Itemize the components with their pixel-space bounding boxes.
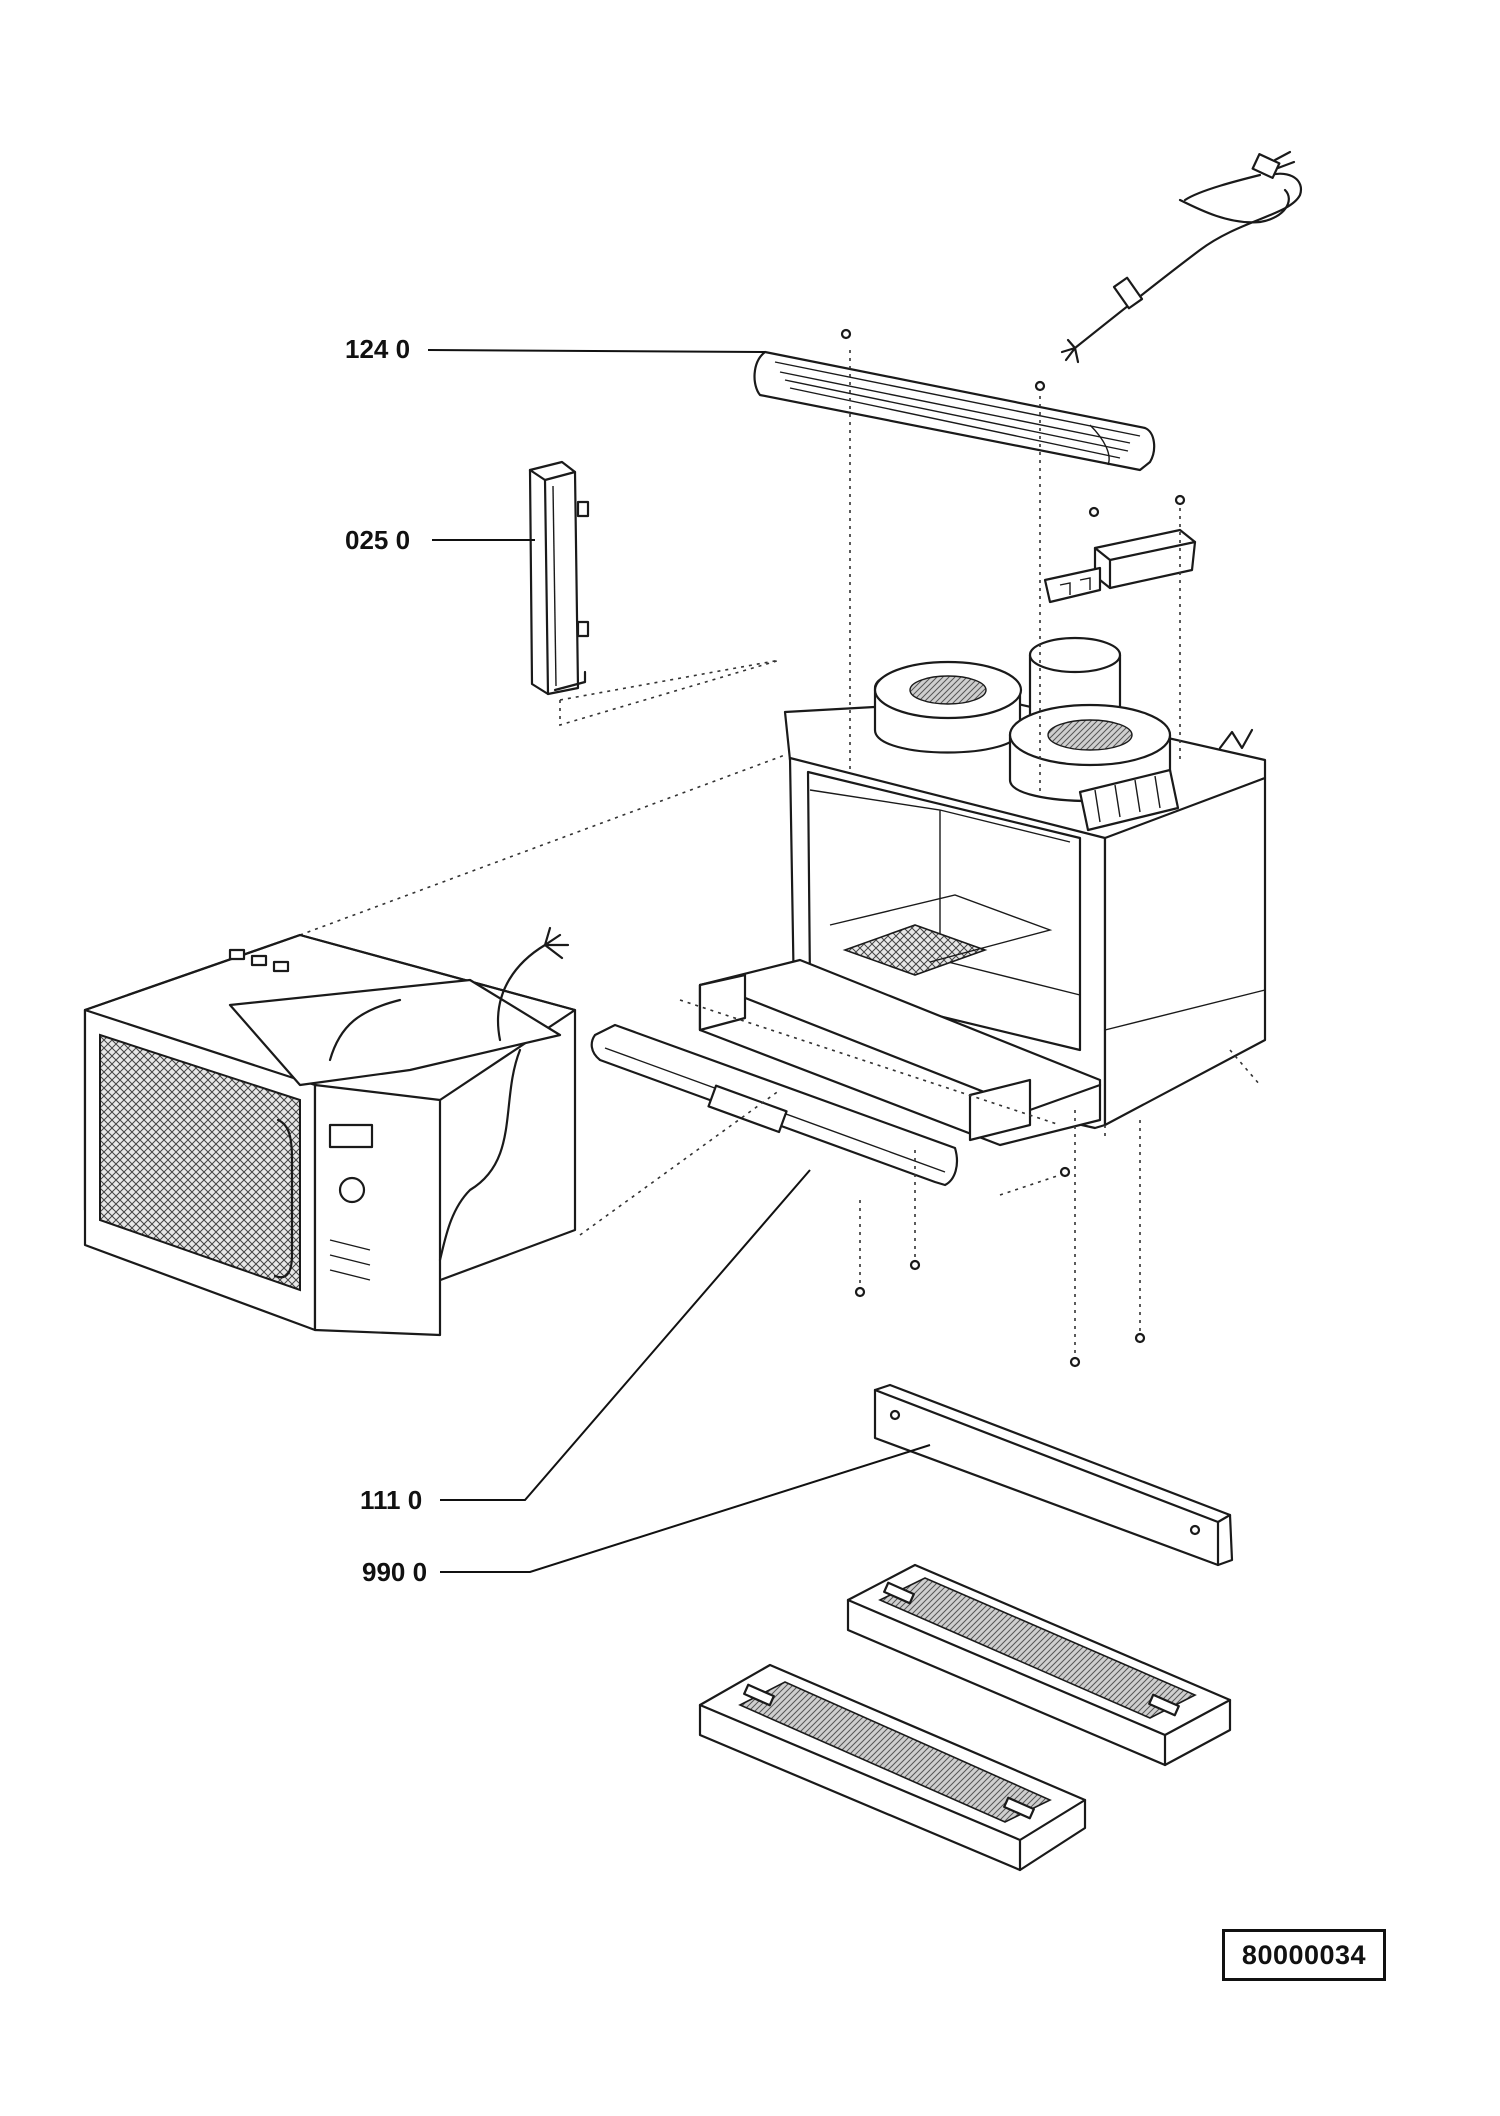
bottom-channel: [698, 958, 1102, 1147]
top-vent-grille: [753, 350, 1156, 472]
grease-filter: [698, 1663, 1087, 1872]
callout-label-9900: 990 0: [362, 1557, 427, 1587]
assembly-guide-lines: [299, 350, 1181, 1360]
front-trim-bar: [590, 1023, 959, 1187]
power-cord: [1060, 150, 1303, 364]
callout-leader: [440, 1169, 811, 1501]
screw-icon: [854, 1166, 1146, 1368]
side-trim-panel: [528, 460, 590, 696]
callout-label-1240: 124 0: [345, 334, 410, 364]
blower-fan-left: [873, 660, 1023, 754]
mounting-rail: [873, 1383, 1234, 1567]
grease-filter: [846, 1563, 1232, 1767]
blower-fan-right: [1008, 703, 1172, 803]
drawing-number: 80000034: [1222, 1929, 1386, 1981]
callout-label-1110: 111 0: [360, 1485, 422, 1515]
screw-icon: [840, 328, 1186, 518]
relay-block: [1078, 728, 1254, 832]
callout-leader: [427, 349, 766, 353]
microwave-oven: [83, 926, 577, 1337]
callout-label-0250: 025 0: [345, 525, 410, 555]
callout-leader: [440, 1444, 931, 1573]
mounting-bracket: [1043, 528, 1197, 604]
